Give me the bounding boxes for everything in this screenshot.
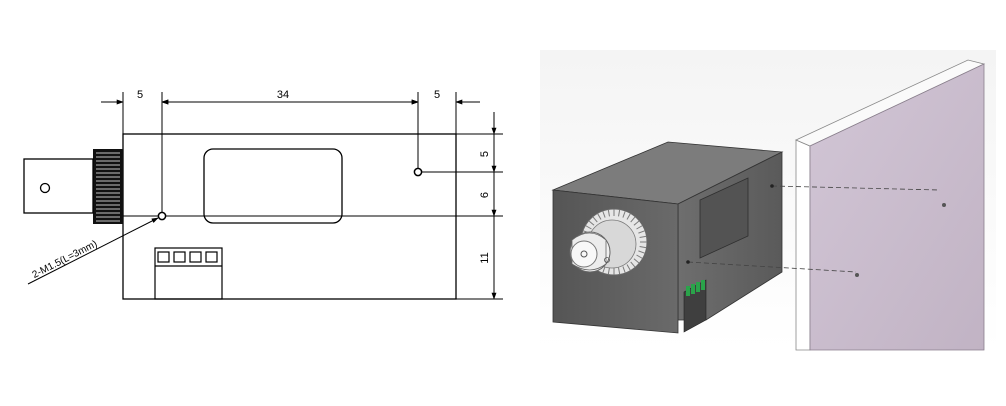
dim-right-mid: 6 [479, 192, 491, 198]
render-3d [540, 50, 996, 351]
technical-drawing: 5 34 5 5 6 11 2-M1.5(L=3mm) [23, 89, 503, 300]
dim-right-top: 5 [479, 151, 491, 157]
render-connector [569, 208, 648, 276]
side-window [699, 177, 749, 259]
dim-right-offset: 5 [434, 89, 440, 101]
dim-right-bottom: 11 [479, 252, 491, 263]
mounting-panel [795, 59, 986, 351]
panel-hole-upper [942, 203, 946, 207]
dim-left-offset: 5 [137, 89, 143, 101]
terminal-block [154, 247, 223, 300]
terminal-green [686, 280, 705, 296]
window-cutout [203, 148, 343, 224]
mount-hole-left [157, 211, 167, 221]
callout-label: 2-M1.5(L=3mm) [31, 239, 100, 281]
panel-face [809, 63, 985, 351]
panel-hole-lower [855, 273, 859, 277]
mount-hole-right [413, 167, 423, 177]
dim-hole-spacing: 34 [277, 89, 289, 101]
connector-tube [23, 158, 94, 214]
callout-leader [27, 217, 159, 285]
knurled-nut [93, 149, 123, 224]
